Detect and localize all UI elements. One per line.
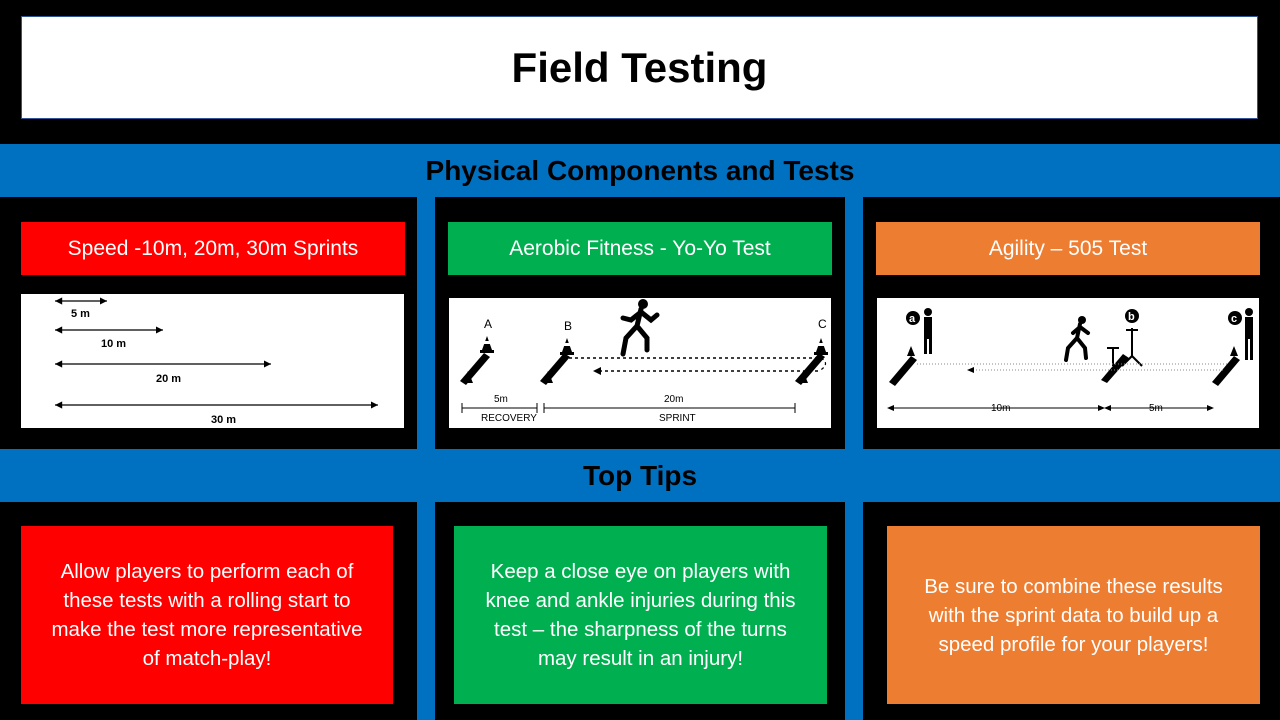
tip-box-rolling-start: Allow players to perform each of these t… <box>21 526 393 704</box>
column-divider-right-lower <box>845 502 863 720</box>
section-band-components: Physical Components and Tests <box>0 144 1280 197</box>
yoyo-test-diagram: A B C 5m RECOVERY 20m SPRINT <box>449 298 831 428</box>
speed-sprint-diagram: 5 m 10 m 20 m 30 m <box>21 294 404 428</box>
cone-icon-a <box>480 336 494 353</box>
cone-label-a: A <box>484 317 492 331</box>
tip-line: with the sprint data to build up a <box>928 603 1219 627</box>
cone-icon-b <box>560 338 574 355</box>
sprint-label: SPRINT <box>659 413 696 424</box>
marker-label-c: c <box>1231 313 1237 325</box>
tip-line: Keep a close eye on players with <box>490 560 791 583</box>
person-icon-c <box>1245 308 1253 360</box>
cone-icon-c <box>814 338 828 355</box>
test-header-speed: Speed -10m, 20m, 30m Sprints <box>21 222 405 275</box>
distance-label-10m: 10m <box>991 403 1010 414</box>
label-10m: 10 m <box>101 338 126 350</box>
test-header-agility: Agility – 505 Test <box>876 222 1260 275</box>
person-icon-a <box>924 308 932 354</box>
section-band-tips: Top Tips <box>0 449 1280 502</box>
tip-box-speed-profile: Be sure to combine these results with th… <box>887 526 1260 704</box>
tip-box-injuries: Keep a close eye on players with knee an… <box>454 526 827 704</box>
sprint-distance-label: 20m <box>664 394 683 405</box>
tip-text-injuries: Keep a close eye on players with knee an… <box>486 557 796 673</box>
recovery-distance-label: 5m <box>494 394 508 405</box>
test-label-speed: Speed -10m, 20m, 30m Sprints <box>67 236 359 260</box>
label-5m: 5 m <box>71 308 90 320</box>
tip-text-rolling-start: Allow players to perform each of these t… <box>51 557 362 673</box>
label-20m: 20 m <box>156 373 181 385</box>
page-title: Field Testing <box>511 43 768 91</box>
label-30m: 30 m <box>211 414 236 426</box>
column-divider-left-lower <box>417 502 435 720</box>
section-title-tips: Top Tips <box>582 459 698 491</box>
return-arrow-icon <box>593 367 601 375</box>
marker-icon-a <box>460 353 490 385</box>
cone-label-c: C <box>818 317 827 331</box>
marker-label-b: b <box>1128 311 1135 323</box>
distance-label-5m: 5m <box>1149 403 1163 414</box>
tip-line: speed profile for your players! <box>938 632 1209 656</box>
marker-circle-b <box>1125 309 1139 323</box>
agility-505-diagram: a b c 10m 5m <box>877 298 1259 428</box>
tip-line: test – the sharpness of the turns <box>494 618 787 641</box>
tip-line: make the test more representative <box>51 618 363 641</box>
column-divider-right-upper <box>845 197 863 449</box>
tip-text-speed-profile: Be sure to combine these results with th… <box>924 572 1223 659</box>
section-title-components: Physical Components and Tests <box>425 154 855 186</box>
turn-path <box>818 357 827 372</box>
runner-icon <box>1064 316 1090 362</box>
marker-label-a: a <box>909 313 916 325</box>
tip-line: may result in an injury! <box>537 647 744 670</box>
tip-line: knee and ankle injuries during this <box>485 589 796 612</box>
tip-line: of match-play! <box>142 647 272 670</box>
marker-circle-c <box>1228 311 1242 325</box>
column-divider-left-upper <box>417 197 435 449</box>
test-label-agility: Agility – 505 Test <box>988 236 1148 260</box>
marker-circle-a <box>906 311 920 325</box>
title-box: Field Testing <box>21 16 1258 119</box>
tip-line: these tests with a rolling start to <box>63 589 351 612</box>
test-label-aerobic: Aerobic Fitness - Yo-Yo Test <box>509 236 771 260</box>
tip-line: Be sure to combine these results <box>924 574 1223 598</box>
ramp-icon-a <box>889 346 917 386</box>
ramp-icon-c <box>1212 346 1240 386</box>
timing-gate-icon <box>1101 328 1143 383</box>
cone-label-b: B <box>564 319 572 333</box>
tip-line: Allow players to perform each of <box>60 560 354 583</box>
return-arrow-icon <box>967 367 974 373</box>
recovery-label: RECOVERY <box>481 413 537 424</box>
marker-icon-b <box>540 353 570 385</box>
runner-icon <box>620 299 660 357</box>
test-header-aerobic: Aerobic Fitness - Yo-Yo Test <box>448 222 832 275</box>
